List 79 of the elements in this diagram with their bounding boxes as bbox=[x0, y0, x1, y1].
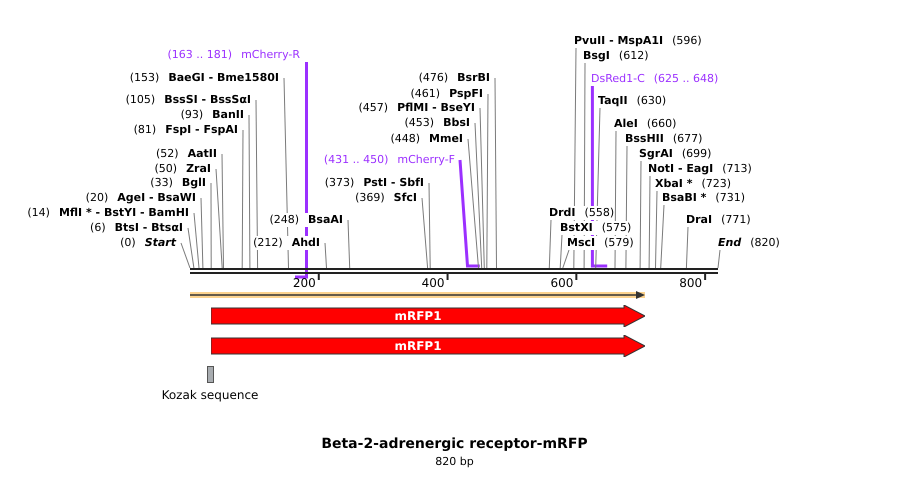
leader-line bbox=[648, 176, 650, 268]
site-label: (33) BglI bbox=[150, 176, 206, 190]
sequence-backbone bbox=[190, 268, 718, 274]
site-label: (448) MmeI bbox=[390, 132, 463, 146]
leader-line bbox=[428, 182, 431, 268]
leader-line bbox=[474, 122, 482, 268]
site-label: End (820) bbox=[718, 236, 780, 250]
site-label: (248) BsaAI bbox=[269, 213, 343, 227]
site-label: XbaI * (723) bbox=[655, 177, 732, 191]
leader-line bbox=[256, 100, 258, 268]
site-label: BssHII (677) bbox=[625, 132, 702, 146]
leader-line bbox=[200, 198, 204, 268]
site-label: (14) MflI * - BstYI - BamHI bbox=[27, 206, 189, 220]
leader-line bbox=[640, 160, 642, 268]
leader-line bbox=[324, 242, 327, 268]
leader-line bbox=[562, 250, 570, 268]
leader-line bbox=[686, 226, 688, 268]
leader-line bbox=[480, 108, 485, 268]
site-label: (52) AatII bbox=[156, 147, 217, 161]
leader-line bbox=[494, 78, 497, 268]
leader-line bbox=[660, 204, 664, 268]
site-label: (81) FspI - FspAI bbox=[134, 123, 238, 137]
site-label: (212) AhdI bbox=[253, 236, 320, 250]
site-label: DrdI (558) bbox=[549, 206, 614, 220]
primer-label: DsRed1-C (625 .. 648) bbox=[591, 72, 718, 86]
leader-line bbox=[180, 242, 190, 268]
tick-label: 800 bbox=[679, 276, 702, 290]
leader-line bbox=[222, 154, 224, 268]
site-label: (0) Start bbox=[120, 236, 176, 250]
site-label: PvuII - MspA1I (596) bbox=[574, 34, 702, 48]
site-label: (6) BtsI - BtsαI bbox=[90, 221, 183, 235]
leader-line bbox=[248, 114, 250, 268]
title: Beta-2-adrenergic receptor-mRFP bbox=[320, 436, 589, 452]
feature-marker bbox=[207, 366, 214, 383]
tick-label: 400 bbox=[422, 276, 445, 290]
leader-line bbox=[210, 182, 212, 268]
site-label: (50) ZraI bbox=[154, 162, 211, 176]
site-label: (369) SfcI bbox=[355, 191, 417, 205]
leader-line bbox=[295, 62, 308, 278]
site-label: (105) BssSI - BssSαI bbox=[126, 93, 251, 107]
site-label: TaqII (630) bbox=[598, 94, 666, 108]
site-label: (461) PspFI bbox=[410, 87, 483, 101]
site-label: (457) PflMI - BseYI bbox=[358, 101, 475, 115]
site-label: (453) BbsI bbox=[404, 116, 470, 130]
caption: 820 bp bbox=[434, 455, 475, 468]
leader-line bbox=[560, 234, 562, 268]
leader-line bbox=[422, 198, 428, 268]
leader-line bbox=[468, 138, 479, 268]
site-label: BsaBI * (731) bbox=[662, 191, 746, 205]
site-label: (153) BaeGI - Bme1580I bbox=[130, 71, 279, 85]
site-label: (373) PstI - SbfI bbox=[324, 176, 424, 190]
gene-feature: mRFP1 bbox=[211, 305, 645, 327]
primer-label: (163 .. 181) mCherry-R bbox=[168, 48, 300, 62]
leader-line bbox=[216, 168, 223, 268]
site-label: (20) AgeI - BsaWI bbox=[86, 191, 196, 205]
site-label: DraI (771) bbox=[686, 213, 751, 227]
site-label: AleI (660) bbox=[614, 117, 676, 131]
leader-line bbox=[194, 212, 200, 268]
leader-line bbox=[548, 220, 552, 268]
leader-line bbox=[655, 190, 658, 268]
site-label: NotI - EagI (713) bbox=[648, 162, 752, 176]
feature-label: Kozak sequence bbox=[160, 388, 260, 402]
leader-line bbox=[718, 250, 720, 268]
gene-feature: mRFP1 bbox=[211, 335, 645, 357]
leader-line bbox=[188, 228, 194, 268]
sequence-feature bbox=[190, 290, 645, 300]
tick-label: 600 bbox=[550, 276, 574, 290]
site-label: BsgI (612) bbox=[583, 49, 648, 63]
leader-line bbox=[458, 160, 480, 268]
site-label: (93) BanII bbox=[180, 108, 244, 122]
site-label: MscI (579) bbox=[567, 236, 634, 250]
site-label: (476) BsrBI bbox=[418, 71, 490, 85]
leader-line bbox=[486, 94, 488, 268]
site-label: BstXI (575) bbox=[560, 221, 632, 235]
leader-line bbox=[242, 130, 244, 268]
leader-line bbox=[348, 220, 350, 268]
tick-label: 200 bbox=[292, 276, 316, 290]
site-label: SgrAI (699) bbox=[639, 147, 712, 161]
primer-label: (431 .. 450) mCherry-F bbox=[324, 153, 455, 167]
